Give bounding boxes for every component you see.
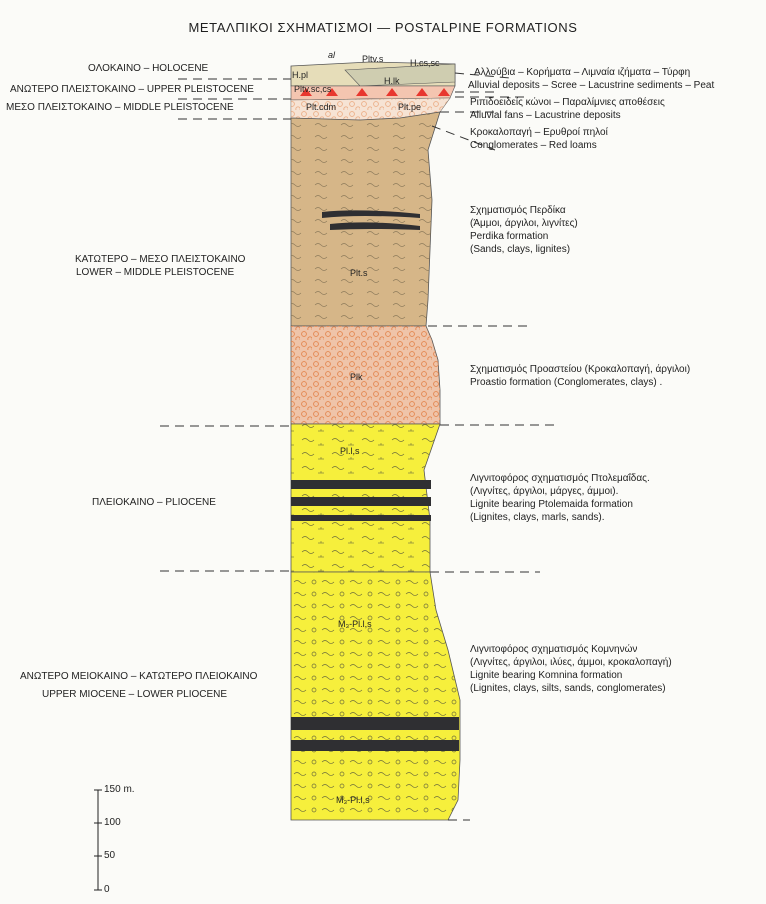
fm-perdika-l3: Perdika formation xyxy=(470,231,549,242)
fm-komnina-l4: (Lignites, clays, silts, sands, conglome… xyxy=(470,683,666,694)
fm-ptolemaida-l3: Lignite bearing Ptolemaida formation xyxy=(470,499,633,510)
fm-alluvium-l2: Alluvial deposits – Scree – Lacustrine s… xyxy=(468,80,715,91)
age-upper-miocene-gr: ΑΝΩΤΕΡΟ ΜΕΙΟΚΑΙΝΟ – ΚΑΤΩΤΕΡΟ ΠΛΕΙΟΚΑΙΝΟ xyxy=(20,671,258,682)
age-holocene: ΟΛΟΚΑΙΝΟ – HOLOCENE xyxy=(88,63,209,74)
boundary-lines xyxy=(160,72,560,821)
fm-ptolemaida-l4: (Lignites, clays, marls, sands). xyxy=(470,512,605,523)
lignite-kom-2 xyxy=(291,740,459,751)
fm-perdika-l1: Σχηματισμός Περδίκα xyxy=(470,205,566,216)
age-lower-middle-pleistocene-en: LOWER – MIDDLE PLEISTOCENE xyxy=(76,267,235,278)
lignite-perdika-1 xyxy=(322,210,420,218)
fm-perdika-l4: (Sands, clays, lignites) xyxy=(470,244,571,255)
unit-label-h-cs-sc: H.cs,sc xyxy=(410,58,440,68)
fm-ptolemaida-l2: (Λιγνίτες, άργιλοι, μάργες, άμμοι). xyxy=(470,486,619,497)
lignite-ptol-1 xyxy=(291,480,431,489)
red-triangles xyxy=(300,88,450,96)
unit-label-m-pl-ls-mid: M₃-Pl.l,s xyxy=(338,619,372,629)
scale-label-0: 0 xyxy=(104,884,110,895)
lignite-kom-1 xyxy=(291,717,459,730)
age-lower-middle-pleistocene-gr: ΚΑΤΩΤΕΡΟ – ΜΕΣΟ ΠΛΕΙΣΤΟΚΑΙΝΟ xyxy=(75,254,246,265)
fm-proastio-l1: Σχηματισμός Προαστείου (Κροκαλοπαγή, άργ… xyxy=(470,364,691,375)
age-pliocene: ΠΛΕΙΟΚΑΙΝΟ – PLIOCENE xyxy=(92,497,216,508)
fm-perdika-l2: (Άμμοι, άργιλοι, λιγνίτες) xyxy=(470,218,578,229)
unit-label-pltv-s: Pltv.s xyxy=(362,54,384,64)
fm-fans-l1: Ριπιδοειδείς κώνοι – Παραλίμνιες αποθέσε… xyxy=(470,97,665,108)
unit-label-pl-s: Plt.s xyxy=(350,268,368,278)
fm-komnina-l3: Lignite bearing Komnina formation xyxy=(470,670,623,681)
age-middle-pleistocene: ΜΕΣΟ ΠΛΕΙΣΤΟΚΑΙΝΟ – MIDDLE PLEISTOCENE xyxy=(6,102,234,113)
scale-label-50: 50 xyxy=(104,850,116,861)
layer-holocene-lake xyxy=(344,63,456,87)
fm-ptolemaida-l1: Λιγνιτοφόρος σχηματισμός Πτολεμαΐδας. xyxy=(470,473,650,484)
lignite-bands xyxy=(291,210,459,751)
unit-label-al: al xyxy=(328,50,336,60)
age-upper-miocene-en: UPPER MIOCENE – LOWER PLIOCENE xyxy=(42,689,228,700)
fm-proastio-l2: Proastio formation (Conglomerates, clays… xyxy=(470,377,663,388)
fm-komnina-l1: Λιγνιτοφόρος σχηματισμός Κομνηνών xyxy=(470,644,638,655)
scale-label-100: 100 xyxy=(104,817,121,828)
figure-title: ΜΕΤΑΛΠΙΚΟΙ ΣΧΗΜΑΤΙΣΜΟΙ — POSTALPINE FORM… xyxy=(188,20,578,35)
lignite-ptol-3 xyxy=(291,515,431,521)
lignite-perdika-2 xyxy=(330,222,420,230)
unit-label-m-pl-ls-low: M₃-Pl.l,s xyxy=(336,795,370,805)
fm-alluvium-l1: Αλλούβια – Κορήματα – Λιμναία ιζήματα – … xyxy=(474,67,691,78)
fm-conglomerates-l2: Conglomerates – Red loams xyxy=(470,140,597,151)
unit-label-h-pl: H.pl xyxy=(292,70,309,80)
fm-komnina-l2: (Λιγνίτες, άργιλοι, ιλύες, άμμοι, κροκαλ… xyxy=(470,657,672,668)
fm-conglomerates-l1: Κροκαλοπαγή – Ερυθροί πηλοί xyxy=(470,127,608,138)
column-layers xyxy=(290,61,461,821)
age-upper-pleistocene: ΑΝΩΤΕΡΟ ΠΛΕΙΣΤΟΚΑΙΝΟ – UPPER PLEISTOCENE xyxy=(10,84,254,95)
unit-label-h-lk: H.lk xyxy=(384,76,400,86)
scale-bar xyxy=(94,789,102,891)
lignite-ptol-2 xyxy=(291,497,431,506)
fm-fans-l2: Alluvial fans – Lacustrine deposits xyxy=(470,110,621,121)
unit-label-pl-cdm: Plt.cdm xyxy=(306,102,337,112)
scale-label-150: 150 m. xyxy=(104,784,135,795)
unit-label-pl-ls-upper: Pl.l,s xyxy=(340,446,360,456)
unit-label-pl-k: Plk xyxy=(350,372,363,382)
unit-label-pl-sc-cs: Pltv.sc,cs xyxy=(294,84,332,94)
unit-label-pl-pe: Plt.pe xyxy=(398,102,422,112)
